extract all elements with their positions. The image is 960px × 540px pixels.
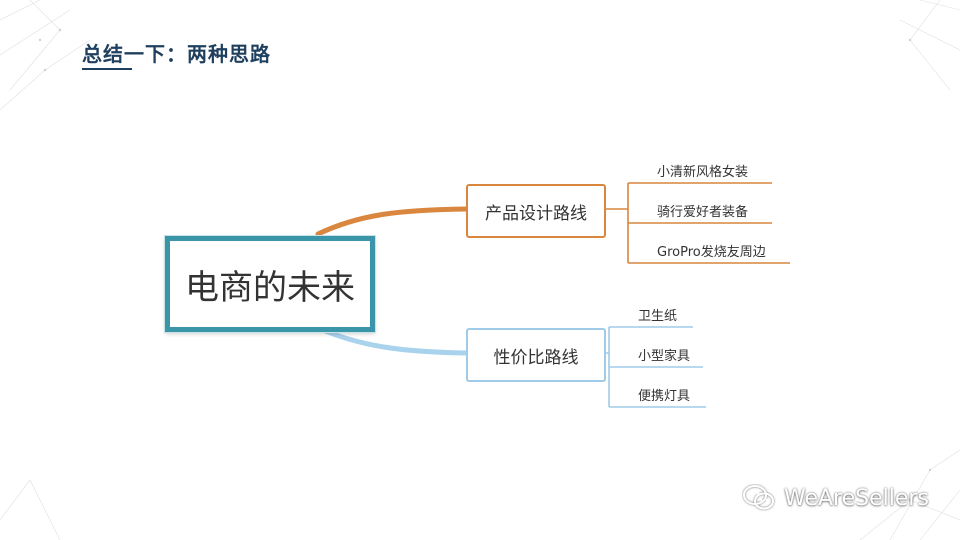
slide-title: 总结一下：两种思路 [82, 42, 271, 66]
watermark-text: WeAreSellers [784, 485, 929, 511]
connector-value-leaves [604, 326, 706, 408]
leaf-design-2: 骑行爱好者装备 [657, 205, 749, 220]
branch-product-design: 产品设计路线 [466, 184, 606, 238]
connector-central-design [315, 206, 469, 237]
leaf-value-2: 小型家具 [638, 349, 691, 364]
central-topic: 电商的未来 [165, 236, 375, 332]
wechat-icon [743, 485, 774, 510]
leaf-design-1: 小清新风格女装 [657, 165, 749, 180]
branch-cost-performance: 性价比路线 [466, 328, 606, 382]
leaf-value-3: 便携灯具 [638, 389, 691, 404]
watermark: WeAreSellers [742, 484, 929, 512]
leaf-design-3: GroPro发烧友周边 [657, 245, 766, 260]
connector-central-value [315, 325, 469, 356]
leaf-value-1: 卫生纸 [638, 309, 678, 324]
connector-design-leaves [604, 182, 790, 264]
title-underline [82, 68, 132, 70]
